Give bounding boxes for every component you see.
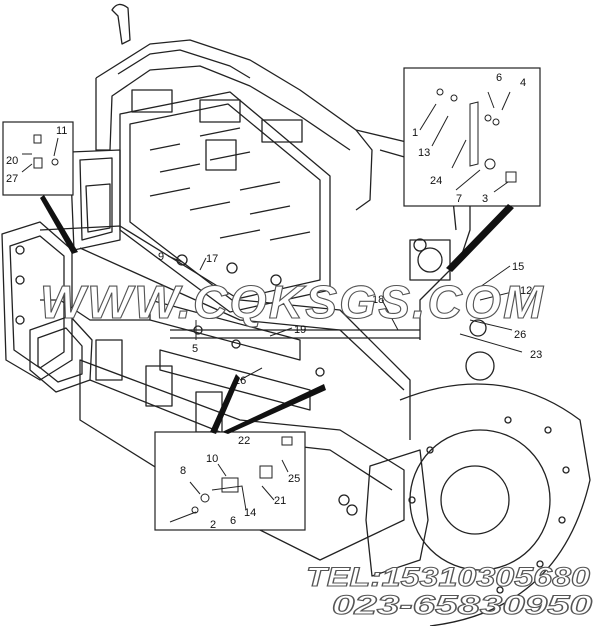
callout-label: 3 bbox=[482, 193, 488, 205]
callout-label: 19 bbox=[294, 324, 306, 336]
engine-drawing bbox=[1, 3, 591, 626]
callout-label: 18 bbox=[372, 294, 384, 306]
callout-label: 21 bbox=[274, 495, 286, 507]
detail-box-top-right bbox=[403, 67, 541, 272]
callout-label: 13 bbox=[418, 147, 430, 159]
leader-lines bbox=[167, 255, 523, 381]
callout-label: 4 bbox=[520, 77, 526, 89]
callout-label: 22 bbox=[238, 435, 250, 447]
callout-label: 7 bbox=[456, 193, 462, 205]
callout-label: 9 bbox=[158, 251, 164, 263]
detail-box-top-left bbox=[2, 121, 78, 254]
watermark-site: WWW.CQKSGS.COM bbox=[40, 276, 545, 328]
callout-label: 2 bbox=[210, 519, 216, 531]
callout-label: 5 bbox=[192, 343, 198, 355]
watermark-tel: TEL:15310305680 bbox=[306, 562, 590, 592]
callout-labels-main: 9 17 5 18 15 12 26 23 19 16 bbox=[158, 251, 542, 387]
callout-label: 14 bbox=[244, 507, 256, 519]
callout-label: 11 bbox=[56, 125, 67, 137]
callout-label: 17 bbox=[206, 253, 218, 265]
callout-label: 23 bbox=[530, 349, 542, 361]
callout-label: 6 bbox=[496, 72, 502, 84]
callout-label: 16 bbox=[234, 375, 246, 387]
callout-labels-top-left: 11 20 27 bbox=[6, 125, 67, 185]
watermark-phone: 023-65830950 bbox=[332, 590, 592, 620]
detail-box-bottom bbox=[154, 374, 326, 531]
callout-label: 25 bbox=[288, 473, 300, 485]
callout-label: 6 bbox=[230, 515, 236, 527]
callout-label: 12 bbox=[520, 285, 532, 297]
callout-label: 24 bbox=[430, 175, 442, 187]
callout-label: 15 bbox=[512, 261, 524, 273]
callout-labels-top-right: 6 4 1 13 24 7 3 bbox=[412, 72, 526, 205]
callout-labels-bottom: 22 10 8 25 21 14 6 2 bbox=[180, 435, 300, 531]
callout-label: 26 bbox=[514, 329, 526, 341]
callout-label: 8 bbox=[180, 465, 186, 477]
callout-label: 1 bbox=[412, 127, 418, 139]
callout-label: 10 bbox=[206, 453, 218, 465]
callout-label: 20 bbox=[6, 155, 18, 167]
callout-label: 27 bbox=[6, 173, 18, 185]
